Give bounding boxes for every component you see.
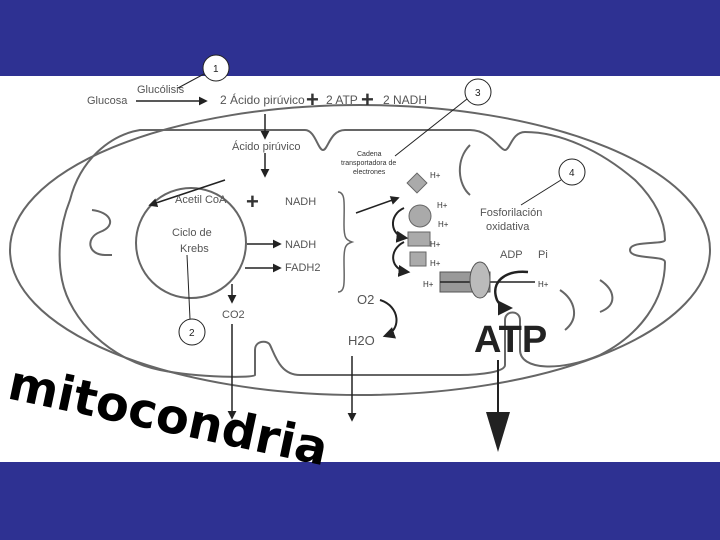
glucosa-label: Glucosa bbox=[87, 95, 128, 107]
acetil-coa-label: Acetil CoA bbox=[175, 194, 227, 206]
co2-label: CO2 bbox=[222, 309, 245, 321]
o2-label: O2 bbox=[357, 292, 374, 307]
hplus-5: H+ bbox=[430, 259, 441, 268]
h2o-label: H2O bbox=[348, 333, 375, 348]
ciclo-de-label: Ciclo de bbox=[172, 227, 212, 239]
acido-piruvico-label: Ácido pirúvico bbox=[232, 140, 300, 153]
o2-to-h2o-arrow bbox=[379, 299, 398, 339]
callout-4-number: 4 bbox=[569, 168, 575, 179]
electron-arrow-1 bbox=[392, 207, 409, 243]
oxidativa-label: oxidativa bbox=[486, 221, 530, 233]
chain-label-line2: transportadora de bbox=[341, 160, 396, 167]
callout-4 bbox=[558, 158, 586, 186]
callout-3-number: 3 bbox=[475, 88, 481, 99]
bottom-band bbox=[0, 462, 720, 540]
hplus-2: H+ bbox=[437, 201, 448, 210]
arrow-to-acetil bbox=[148, 179, 226, 207]
hplus-7: H+ bbox=[538, 280, 549, 289]
plus-sign-1: + bbox=[306, 87, 319, 112]
fadh2-label: FADH2 bbox=[285, 262, 320, 274]
krebs-circle bbox=[135, 187, 247, 299]
callout-1 bbox=[202, 54, 230, 82]
outer-membrane bbox=[9, 104, 711, 396]
atp-big-label: ATP bbox=[474, 319, 547, 361]
synthase-arrow bbox=[494, 270, 529, 316]
fosforilacion-label: Fosforilación bbox=[480, 207, 542, 219]
callout-1-number: 1 bbox=[213, 64, 219, 75]
adp-label: ADP bbox=[500, 249, 523, 261]
chain-label-line3: electrones bbox=[353, 169, 386, 176]
hplus-1: H+ bbox=[430, 171, 441, 180]
callout-2-number: 2 bbox=[189, 328, 195, 339]
plus-sign-matrix: + bbox=[246, 189, 259, 214]
crista-left-1 bbox=[89, 209, 112, 256]
atp-product: 2 ATP bbox=[326, 93, 358, 107]
nadh-label-2: NADH bbox=[285, 239, 316, 251]
crista-right-1 bbox=[458, 144, 614, 331]
chain-complex-circle bbox=[408, 204, 432, 228]
chain-complex-square-2 bbox=[409, 251, 427, 267]
hplus-3: H+ bbox=[438, 220, 449, 229]
atp-synthase-head bbox=[469, 261, 491, 299]
arrow-to-chain bbox=[355, 196, 400, 214]
glucolisis-label: Glucólisis bbox=[137, 84, 185, 96]
nadh-product: 2 NADH bbox=[383, 93, 427, 107]
hplus-4: H+ bbox=[430, 240, 441, 249]
inner-membrane bbox=[58, 129, 667, 378]
callout-2-leader bbox=[186, 254, 191, 320]
pi-label: Pi bbox=[538, 249, 548, 261]
callout-3-leader bbox=[394, 98, 468, 157]
plus-sign-2: + bbox=[361, 87, 374, 112]
chain-label-line1: Cadena bbox=[357, 151, 382, 158]
chain-complex-diamond bbox=[406, 172, 428, 194]
brace bbox=[337, 191, 355, 293]
callout-3 bbox=[464, 78, 492, 106]
acido-piruvico-product: 2 Ácido pirúvico bbox=[220, 92, 305, 107]
nadh-label-1: NADH bbox=[285, 196, 316, 208]
krebs-label: Krebs bbox=[180, 243, 209, 255]
callout-4-leader bbox=[520, 179, 562, 206]
electron-arrow-2 bbox=[392, 241, 411, 277]
atp-exit-arrowhead bbox=[486, 412, 510, 452]
top-band bbox=[0, 0, 720, 76]
hplus-6: H+ bbox=[423, 280, 434, 289]
chain-complex-square-1 bbox=[407, 231, 431, 247]
callout-1-leader bbox=[177, 73, 205, 89]
callout-2 bbox=[178, 318, 206, 346]
mitocondria-title: mitocondria bbox=[4, 355, 333, 477]
